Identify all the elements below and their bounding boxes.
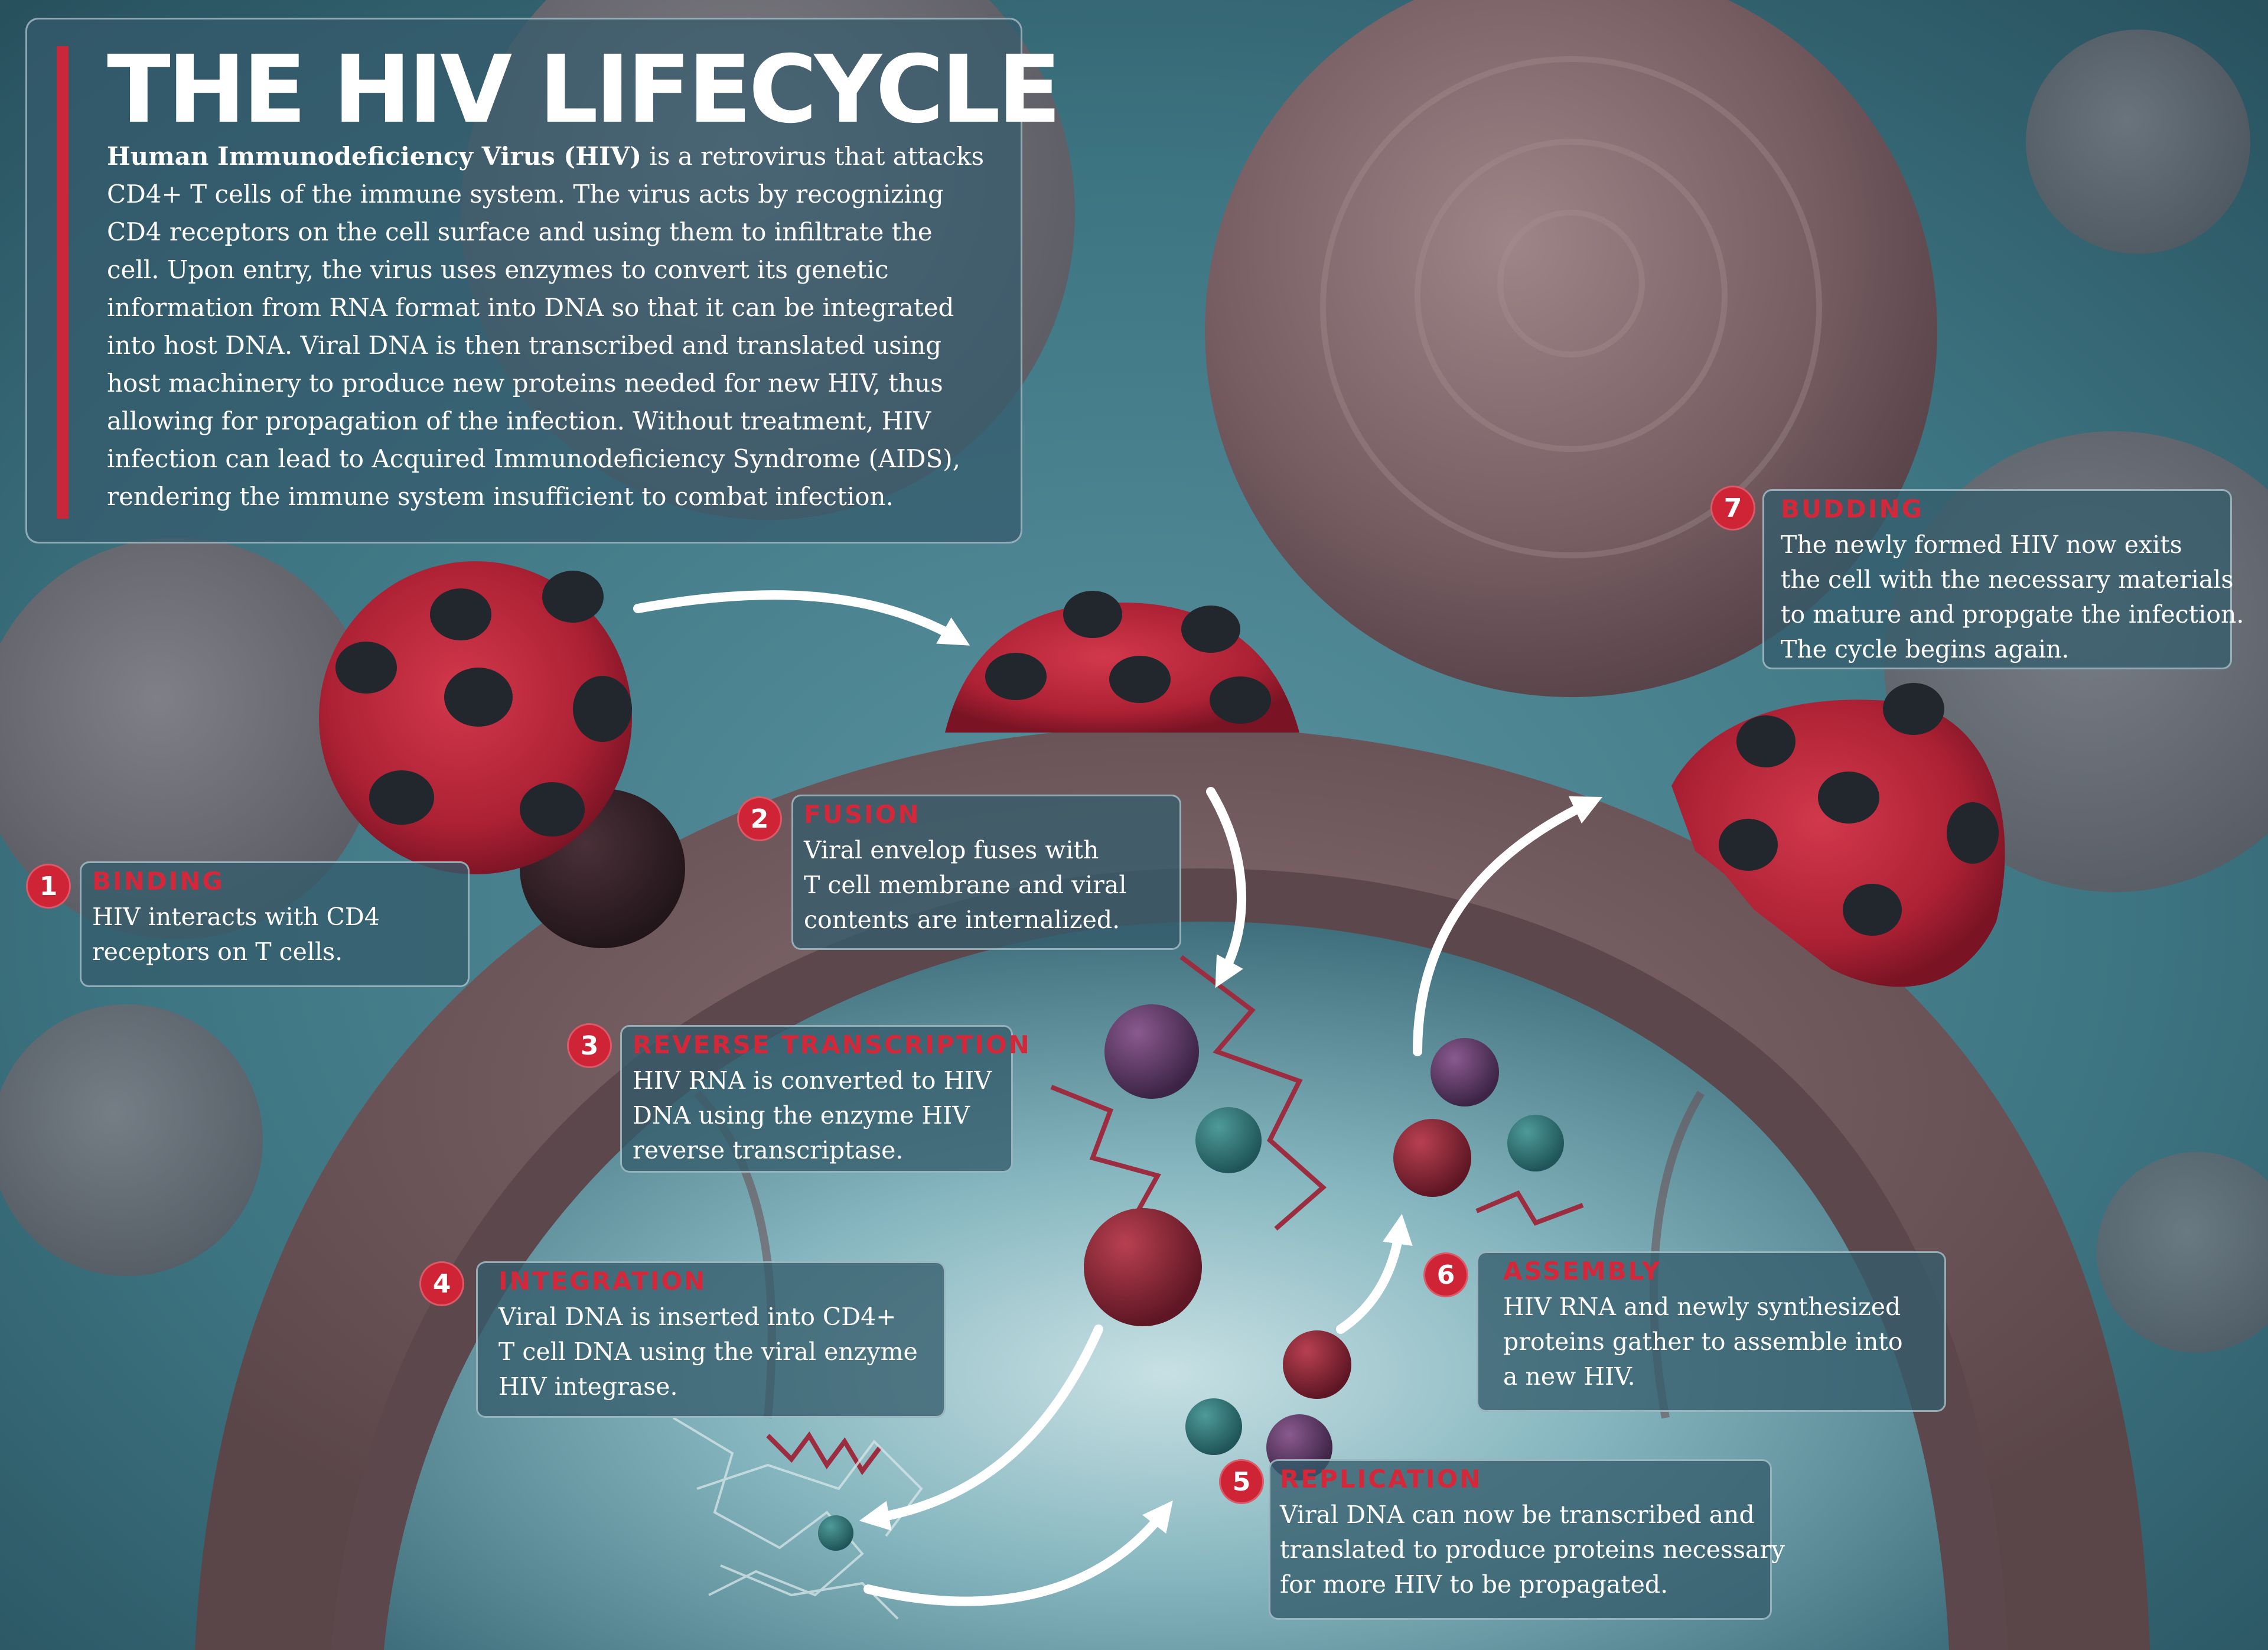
process-arrows [633, 590, 1603, 1606]
virus-budding [1671, 683, 2005, 987]
host-dna-tangle [672, 1417, 923, 1620]
virus-binding [319, 561, 632, 874]
virus-fusion [945, 591, 1299, 733]
viral-particles [818, 1004, 1564, 1551]
